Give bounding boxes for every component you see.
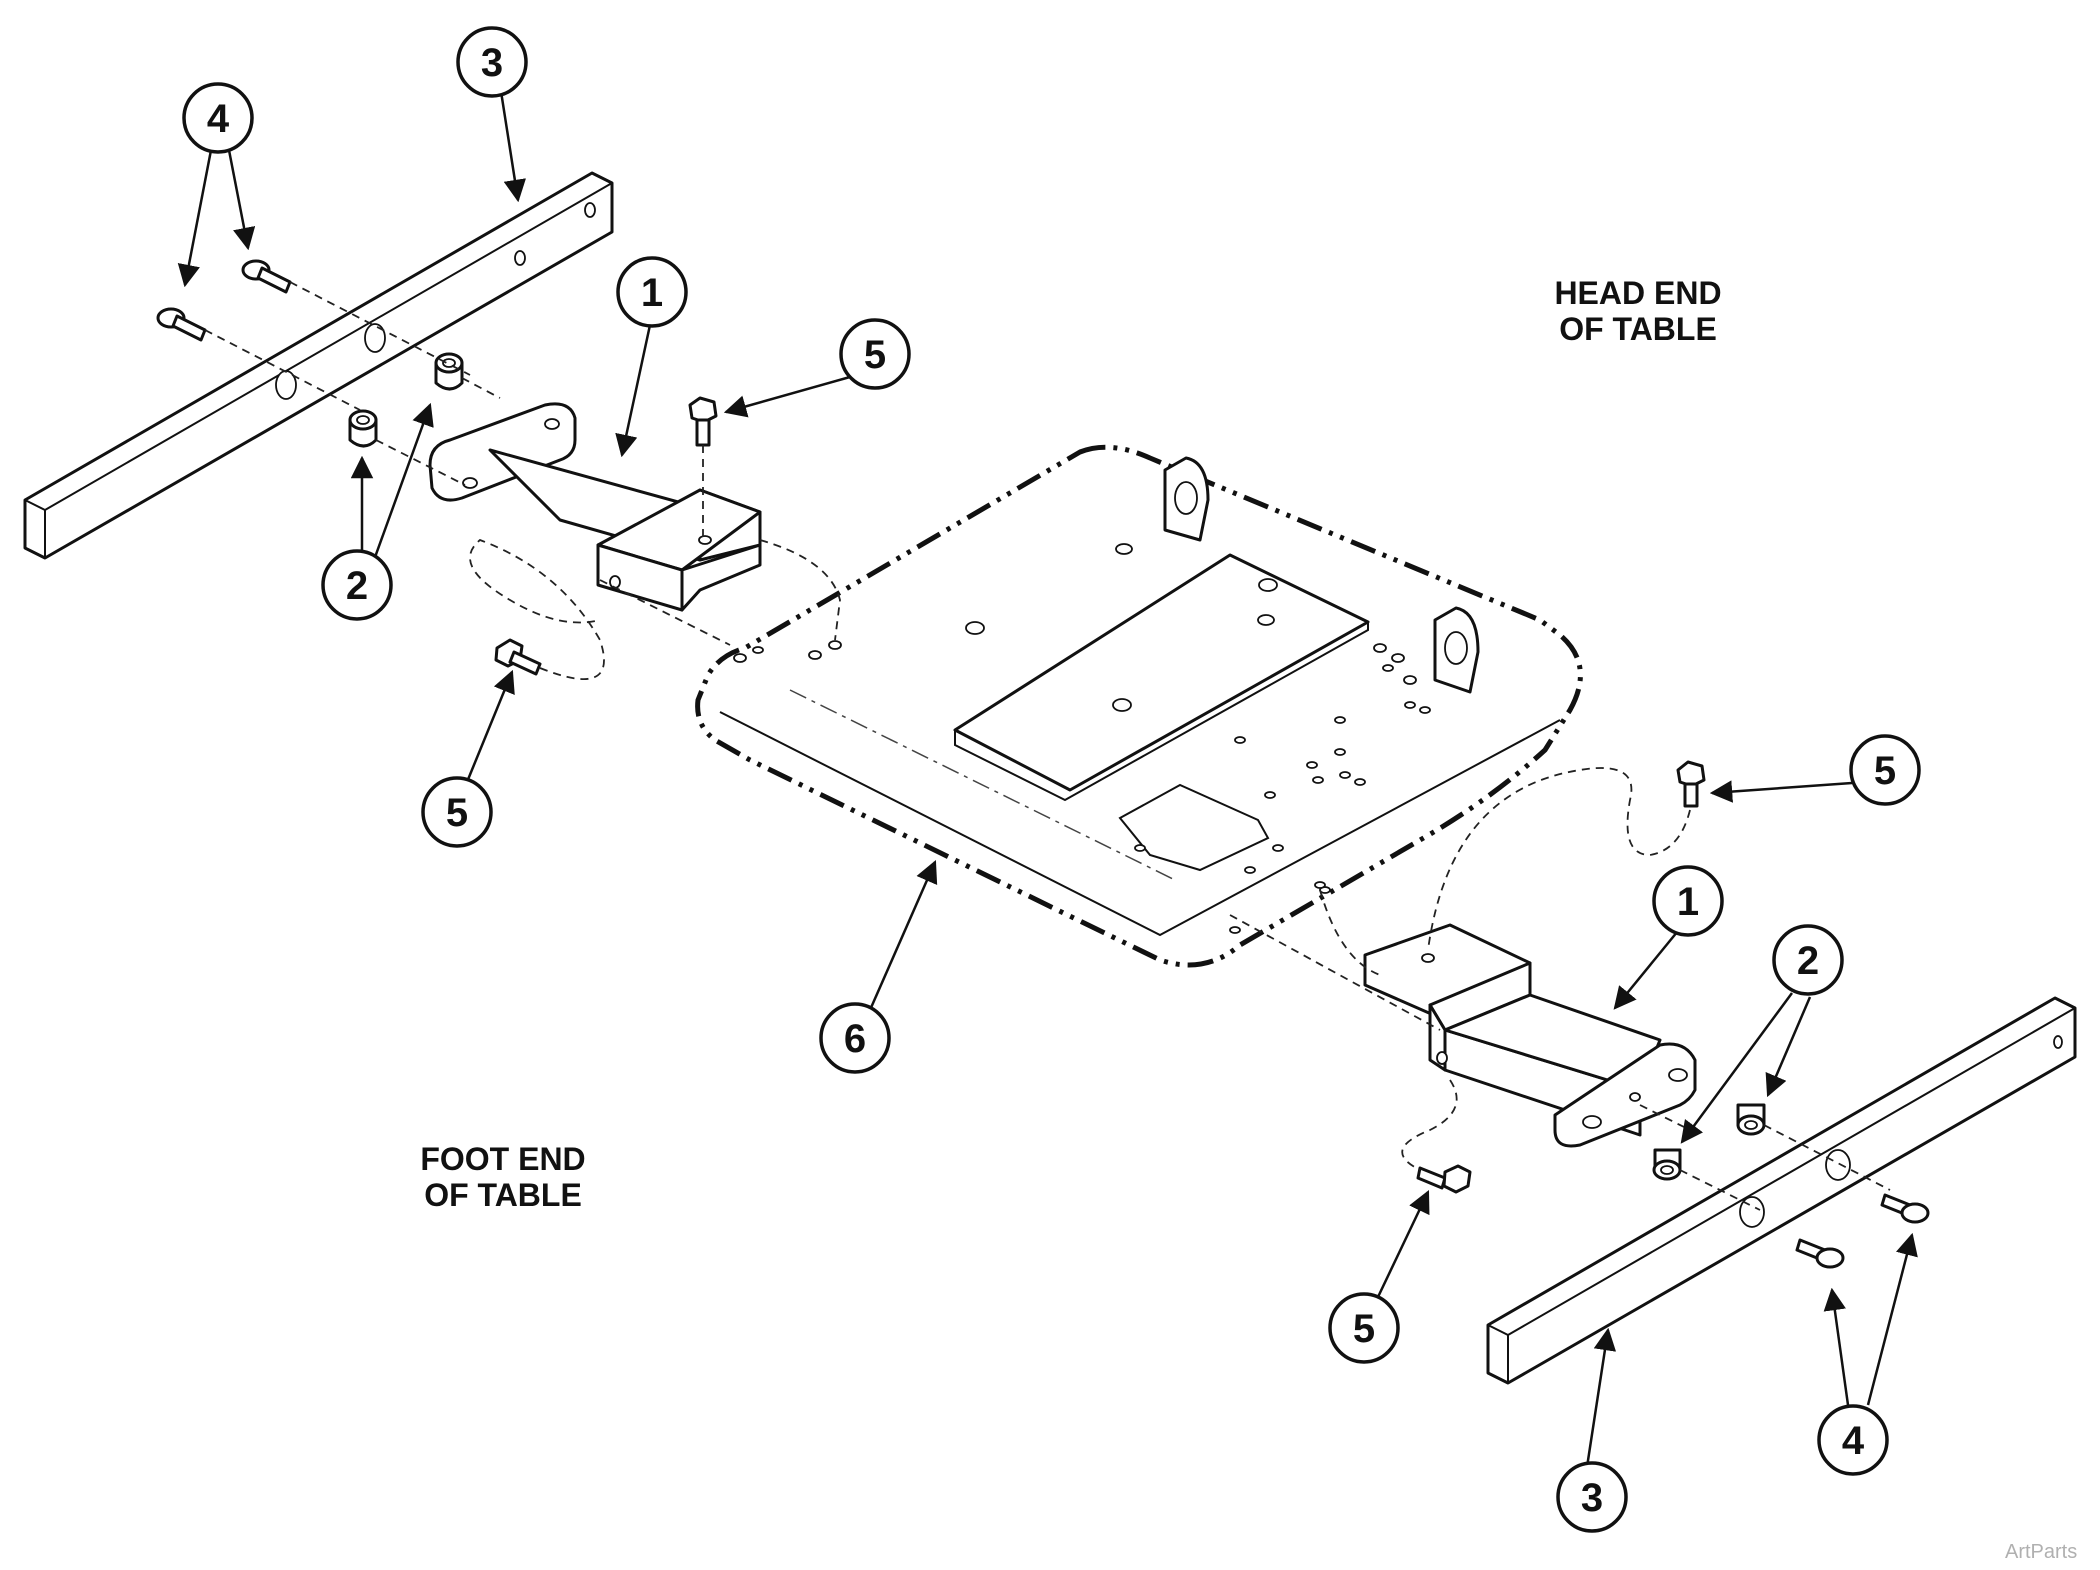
plate-phantom-outline	[695, 444, 1583, 968]
assembly-path-top	[204, 281, 841, 681]
side-rail-top	[23, 171, 614, 560]
flat-head-screw-bottom-2	[1880, 1193, 1930, 1224]
plate-centerline	[789, 689, 1176, 881]
plate-inner-edge	[719, 711, 1561, 937]
plate-opening	[1118, 783, 1270, 872]
callout-5-bottom-right: 5	[1849, 734, 1921, 806]
flat-head-screw-bottom-1	[1795, 1238, 1845, 1269]
svg-text:1: 1	[1677, 880, 1699, 924]
svg-text:OF TABLE: OF TABLE	[424, 1177, 582, 1213]
flat-head-screw-top-2	[156, 307, 207, 342]
hex-bolt-top-upper	[688, 396, 718, 447]
hex-bolt-bottom-upper	[1676, 760, 1706, 808]
callout-4-bottom: 4	[1817, 1404, 1889, 1476]
head-end-label: HEAD END OF TABLE	[1554, 275, 1721, 347]
plate-holes	[733, 543, 1431, 934]
svg-text:OF TABLE: OF TABLE	[1559, 311, 1717, 347]
svg-text:6: 6	[844, 1017, 866, 1061]
svg-text:5: 5	[446, 791, 468, 835]
plate-lug-right	[1433, 606, 1480, 694]
spacer-bottom-2	[1736, 1103, 1766, 1136]
mounting-bracket-bottom	[1363, 923, 1697, 1148]
svg-text:4: 4	[1842, 1419, 1865, 1463]
callout-2-top: 2	[321, 549, 393, 621]
callout-3-top: 3	[456, 26, 528, 98]
svg-text:4: 4	[207, 97, 230, 141]
leaders	[177, 84, 1918, 1468]
spacer-top-2	[348, 409, 378, 448]
plate-raised-pad-face	[954, 622, 1369, 802]
hex-bolt-top-lower	[494, 638, 542, 676]
watermark: ArtParts	[2005, 1541, 2077, 1563]
callout-4-top: 4	[182, 82, 254, 154]
hex-bolt-bottom-lower	[1416, 1164, 1472, 1194]
callout-1-top: 1	[616, 256, 688, 328]
svg-text:2: 2	[346, 564, 368, 608]
callout-5-bottom-left: 5	[1328, 1292, 1400, 1364]
svg-text:5: 5	[1353, 1307, 1375, 1351]
callout-1-bottom: 1	[1652, 865, 1724, 937]
plate-raised-pad	[953, 553, 1370, 792]
spacer-bottom-1	[1652, 1148, 1682, 1181]
svg-text:5: 5	[1874, 749, 1896, 793]
callout-5-top-left: 5	[421, 776, 493, 848]
spacer-top-1	[434, 352, 464, 391]
svg-text:3: 3	[481, 41, 503, 85]
flat-head-screw-top-1	[241, 259, 292, 294]
svg-text:1: 1	[641, 271, 663, 315]
plate-lug-left	[1163, 456, 1210, 542]
callout-3-bottom: 3	[1556, 1461, 1628, 1533]
svg-text:5: 5	[864, 333, 886, 377]
table-base-plate	[695, 444, 1583, 968]
svg-text:3: 3	[1581, 1476, 1603, 1520]
side-rail-bottom	[1486, 996, 2077, 1385]
svg-text:FOOT END: FOOT END	[420, 1141, 585, 1177]
mounting-bracket-top	[428, 402, 762, 612]
callout-6: 6	[819, 1002, 891, 1074]
foot-end-label: FOOT END OF TABLE	[420, 1141, 585, 1213]
assembly-path-bottom	[1229, 767, 1891, 1211]
callout-2-bottom: 2	[1772, 924, 1844, 996]
callout-5-top-right: 5	[839, 318, 911, 390]
svg-text:2: 2	[1797, 939, 1819, 983]
svg-text:HEAD END: HEAD END	[1554, 275, 1721, 311]
